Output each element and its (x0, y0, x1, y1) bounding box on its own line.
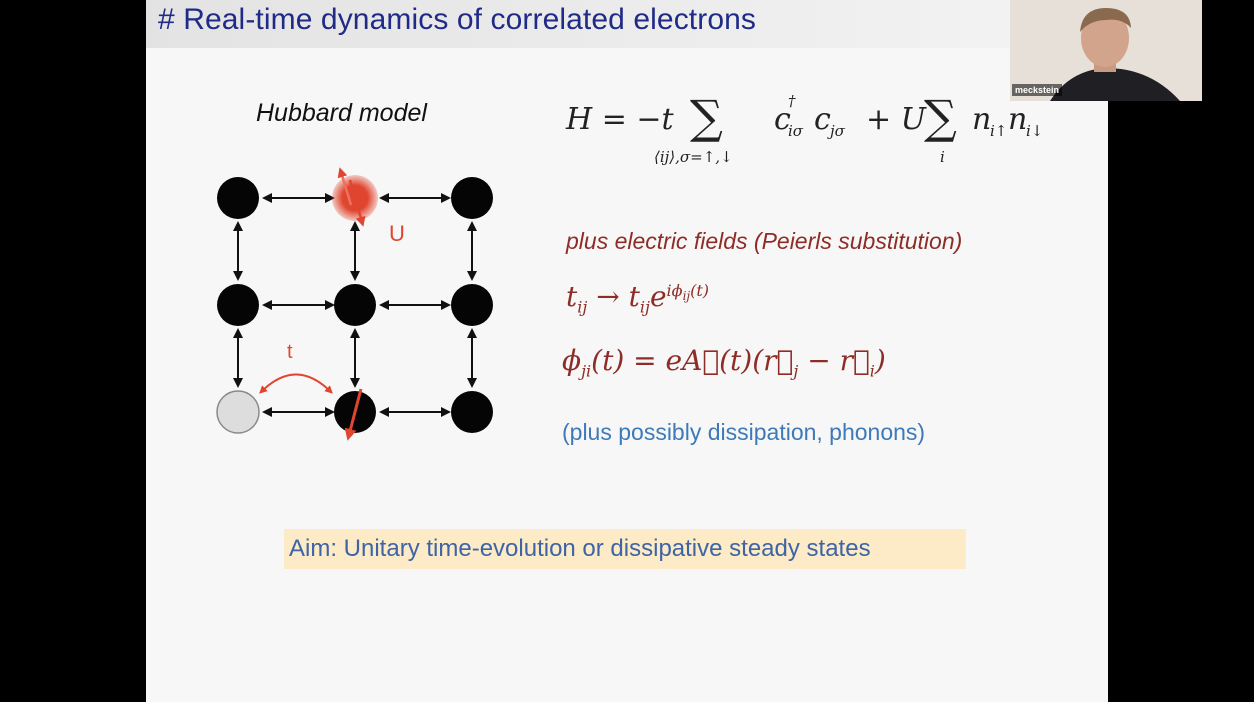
subscript: ji (581, 361, 592, 381)
subscript: j (793, 361, 799, 381)
exponent-tail: (t) (690, 280, 710, 300)
lattice-site (217, 177, 259, 219)
lattice-site (217, 284, 259, 326)
paren: ) (874, 344, 886, 377)
lattice-site (451, 177, 493, 219)
subscript: ij (639, 297, 650, 317)
hopping-symbol: t (566, 280, 578, 313)
hopping-substitution-equation: tij → tijeiϕij(t) (566, 280, 709, 317)
sum-index-bonds: ⟨ij⟩,σ=↑,↓ (654, 148, 733, 166)
aim-highlight-box: Aim: Unitary time-evolution or dissipati… (284, 529, 966, 569)
creation-operator: c (774, 102, 791, 137)
slide-title-bar: # Real-time dynamics of correlated elect… (146, 0, 1108, 48)
dissipation-note: (plus possibly dissipation, phonons) (562, 419, 926, 445)
sum-index-sites: i (940, 148, 945, 166)
subscript: iσ (788, 122, 804, 140)
interaction-term: + U (866, 102, 926, 137)
lattice-site-empty (216, 390, 260, 434)
subscript: i↓ (1026, 122, 1044, 140)
peierls-phase-equation: ϕji(t) = eA⃗(t)(r⃗j − r⃗i) (562, 344, 886, 381)
hopping-label-t: t (287, 341, 293, 363)
arrow: → t (596, 280, 640, 313)
minus-position: − r⃗ (807, 344, 870, 377)
lattice-site (451, 391, 493, 433)
dagger: † (788, 92, 796, 110)
participant-video-tile[interactable]: meckstein (1010, 0, 1202, 101)
exponent: iϕ (666, 280, 683, 300)
density-operator: n (1008, 102, 1028, 137)
hamiltonian-lhs: H = −t (566, 102, 674, 137)
interaction-label-u: U (389, 221, 405, 246)
presentation-slide: # Real-time dynamics of correlated elect… (146, 0, 1108, 702)
slide-title: # Real-time dynamics of correlated elect… (158, 3, 756, 36)
lattice-site (451, 284, 493, 326)
exponential: e (649, 280, 667, 313)
annihilation-operator: c (814, 102, 831, 137)
spin-down-arrow (344, 388, 363, 441)
phase-symbol: ϕ (562, 344, 582, 377)
subscript: ij (682, 288, 691, 303)
lattice-site (334, 284, 376, 326)
subscript: i↑ (990, 122, 1008, 140)
spin-up-arrow (337, 167, 353, 206)
hopping-arrow (259, 373, 333, 394)
phase-rhs: (t) = eA⃗(t)(r⃗ (591, 344, 794, 377)
sum-symbol: ∑ (924, 90, 957, 144)
model-label: Hubbard model (256, 99, 427, 127)
hubbard-lattice-diagram: U t (216, 167, 493, 441)
spin-down-arrow (348, 179, 366, 227)
subscript: jσ (830, 122, 845, 140)
sum-symbol: ∑ (690, 90, 723, 144)
participant-name: meckstein (1012, 84, 1063, 96)
peierls-note: plus electric fields (Peierls substituti… (566, 228, 963, 254)
density-operator: n (972, 102, 992, 137)
subscript: ij (577, 297, 588, 317)
subscript: i (869, 361, 875, 381)
